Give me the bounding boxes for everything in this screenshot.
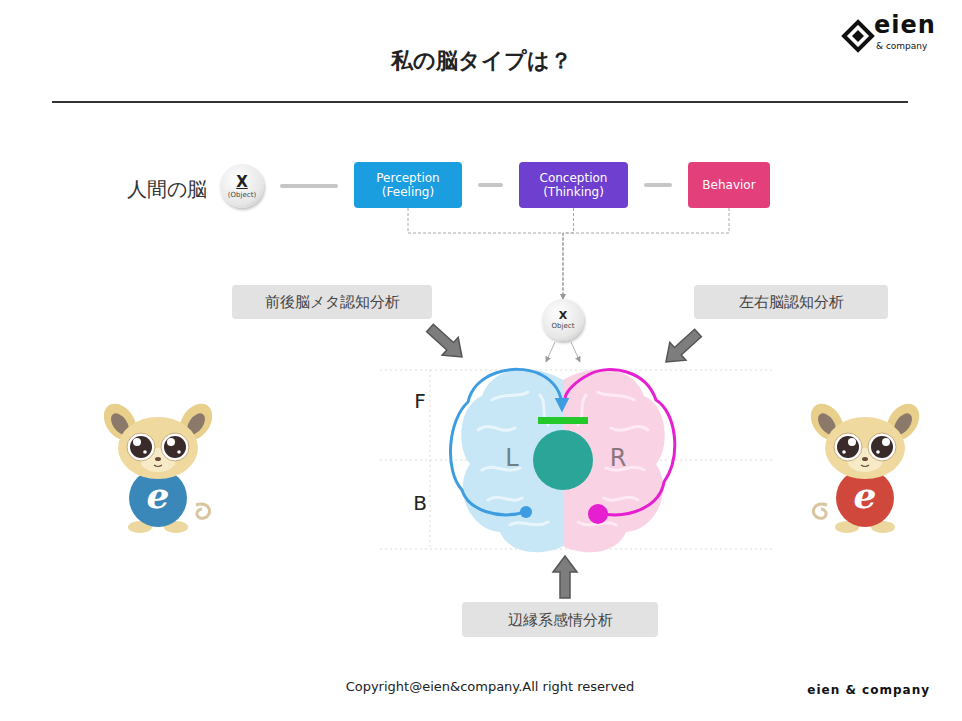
region-label: F bbox=[408, 390, 432, 413]
node-text: Perception (Feeling) bbox=[362, 171, 454, 200]
block-arrow bbox=[666, 329, 701, 362]
node-text: 前後脳メタ認知分析 bbox=[265, 293, 400, 311]
logo-text: eien bbox=[874, 12, 958, 40]
block-arrows bbox=[427, 324, 702, 598]
connector bbox=[646, 183, 670, 187]
connector bbox=[282, 184, 336, 188]
logo-subtext: & company bbox=[876, 41, 956, 51]
process-box: Behavior bbox=[688, 162, 770, 208]
node-text: (Object) bbox=[228, 191, 256, 199]
connector bbox=[563, 208, 574, 299]
mascot-letter: e bbox=[835, 475, 895, 516]
logo-icon bbox=[844, 22, 872, 50]
brain bbox=[451, 369, 675, 552]
object-circle: X(Object) bbox=[220, 164, 264, 208]
node-text: X bbox=[236, 173, 248, 191]
brand-name: eien & company bbox=[770, 684, 930, 698]
connector bbox=[408, 208, 563, 299]
row-label: 人間の脳 bbox=[95, 178, 207, 201]
analysis-label: 辺縁系感情分析 bbox=[462, 602, 658, 637]
mascot-letter: e bbox=[128, 475, 188, 516]
node-text: X bbox=[559, 309, 567, 322]
mascots bbox=[97, 398, 926, 533]
hemisphere-label: L bbox=[498, 445, 526, 473]
connector bbox=[480, 183, 501, 187]
object-rays bbox=[546, 342, 580, 362]
mascot bbox=[97, 398, 219, 533]
copyright: Copyright@eien&company.All right reserve… bbox=[260, 680, 720, 695]
process-box: Conception (Thinking) bbox=[519, 162, 628, 208]
analysis-label: 前後脳メタ認知分析 bbox=[232, 285, 432, 319]
object-circle: XObject bbox=[542, 299, 584, 341]
region-label: B bbox=[408, 492, 432, 515]
title: 私の脳タイプは？ bbox=[0, 46, 962, 76]
node-text: Conception (Thinking) bbox=[527, 171, 620, 200]
node-text: 辺縁系感情分析 bbox=[508, 611, 613, 629]
node-text: Behavior bbox=[702, 178, 755, 192]
process-box: Perception (Feeling) bbox=[354, 162, 462, 208]
block-arrow bbox=[553, 556, 577, 598]
mascot bbox=[804, 398, 926, 533]
analysis-label: 左右脳認知分析 bbox=[694, 285, 888, 319]
node-text: Object bbox=[552, 322, 575, 330]
block-arrow bbox=[427, 324, 462, 357]
title-rule bbox=[52, 101, 908, 103]
hemisphere-label: R bbox=[604, 445, 632, 473]
node-text: 左右脳認知分析 bbox=[739, 293, 844, 311]
